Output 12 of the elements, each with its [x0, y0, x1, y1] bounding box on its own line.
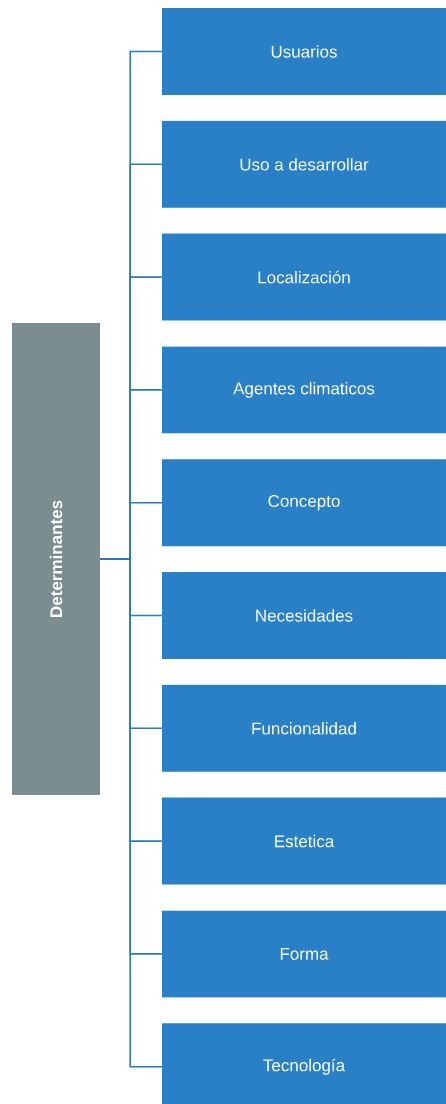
item-box: Usuarios: [162, 8, 446, 95]
connector-line: [99, 558, 163, 1068]
item-box: Localización: [162, 233, 446, 321]
item-box: Funcionalidad: [162, 684, 446, 772]
item-box: Uso a desarrollar: [162, 120, 446, 208]
item-box: Concepto: [162, 459, 446, 547]
item-box: Forma: [162, 910, 446, 998]
category-box: Determinantes: [12, 323, 100, 795]
item-box: Necesidades: [162, 572, 446, 659]
item-box: Estetica: [162, 797, 446, 885]
item-box: Agentes climaticos: [162, 346, 446, 434]
item-box: Tecnología: [162, 1023, 446, 1104]
